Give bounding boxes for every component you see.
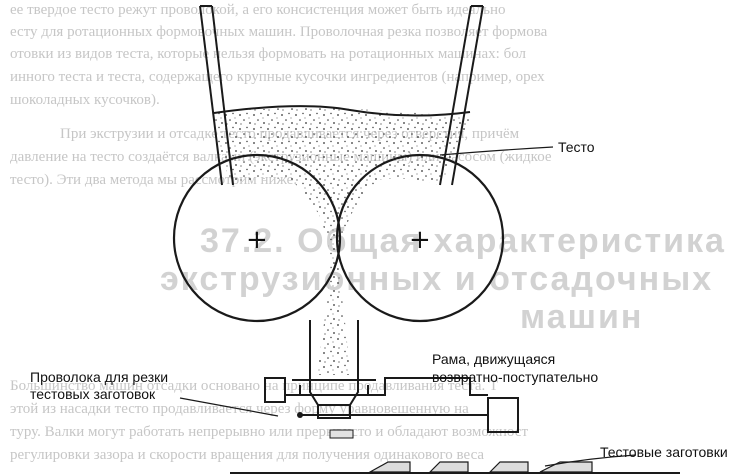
roller-right: + <box>335 153 505 323</box>
roller-right-center-mark: + <box>409 225 431 255</box>
bleed-line: туру. Валки могут работать непрерывно ил… <box>10 424 528 440</box>
cutting-wire-anchor <box>297 412 303 418</box>
bleed-line: инного теста и теста, содержащего крупны… <box>10 69 545 85</box>
bleed-heading-line: машин <box>520 298 643 336</box>
dough-piece <box>329 429 354 439</box>
dough-mass <box>213 108 470 376</box>
label-frame-line1: Рама, движущаяся <box>432 351 555 367</box>
leader-wire <box>179 397 279 417</box>
bleed-line: шоколадных кусочков). <box>10 92 160 108</box>
bleed-line: тесто). Эти два метода мы рассмотрим ниж… <box>10 172 297 188</box>
bleed-line: есту для ротационных формовочных машин. … <box>10 24 548 40</box>
roller-left-center-mark: + <box>246 225 268 255</box>
extrusion-die <box>292 320 376 419</box>
bleed-heading-line: экструзионных и отсадочных <box>160 260 713 298</box>
reciprocating-frame <box>264 377 519 433</box>
dough-piece <box>539 461 593 473</box>
label-wire-line1: Проволока для резки <box>30 369 168 385</box>
label-frame-line2: возвратно-поступательно <box>432 369 598 385</box>
bleed-line: регулировки зазора и скорости вращения д… <box>10 447 484 463</box>
label-wire-line2: тестовых заготовок <box>30 386 156 402</box>
dough-piece <box>428 461 469 473</box>
conveyor <box>230 429 680 474</box>
bleed-line: ее твердое тесто режут проволокой, а его… <box>10 2 506 18</box>
label-dough: Тесто <box>558 139 595 155</box>
bleed-through-text: ее твердое тесто режут проволокой, а его… <box>10 2 726 463</box>
bleed-line: отовки из видов теста, которые нельзя фо… <box>10 46 526 62</box>
leader-dough <box>439 146 554 156</box>
leader-pieces <box>544 454 637 467</box>
dough-piece <box>367 461 411 473</box>
bleed-line: Большинство машин отсадки основано на пр… <box>10 378 498 394</box>
bleed-heading-line: 37.2. Общая характеристика <box>200 222 726 260</box>
label-pieces: Тестовые заготовки <box>600 444 728 460</box>
roller-left: + <box>172 153 342 323</box>
dough-piece <box>488 461 529 473</box>
